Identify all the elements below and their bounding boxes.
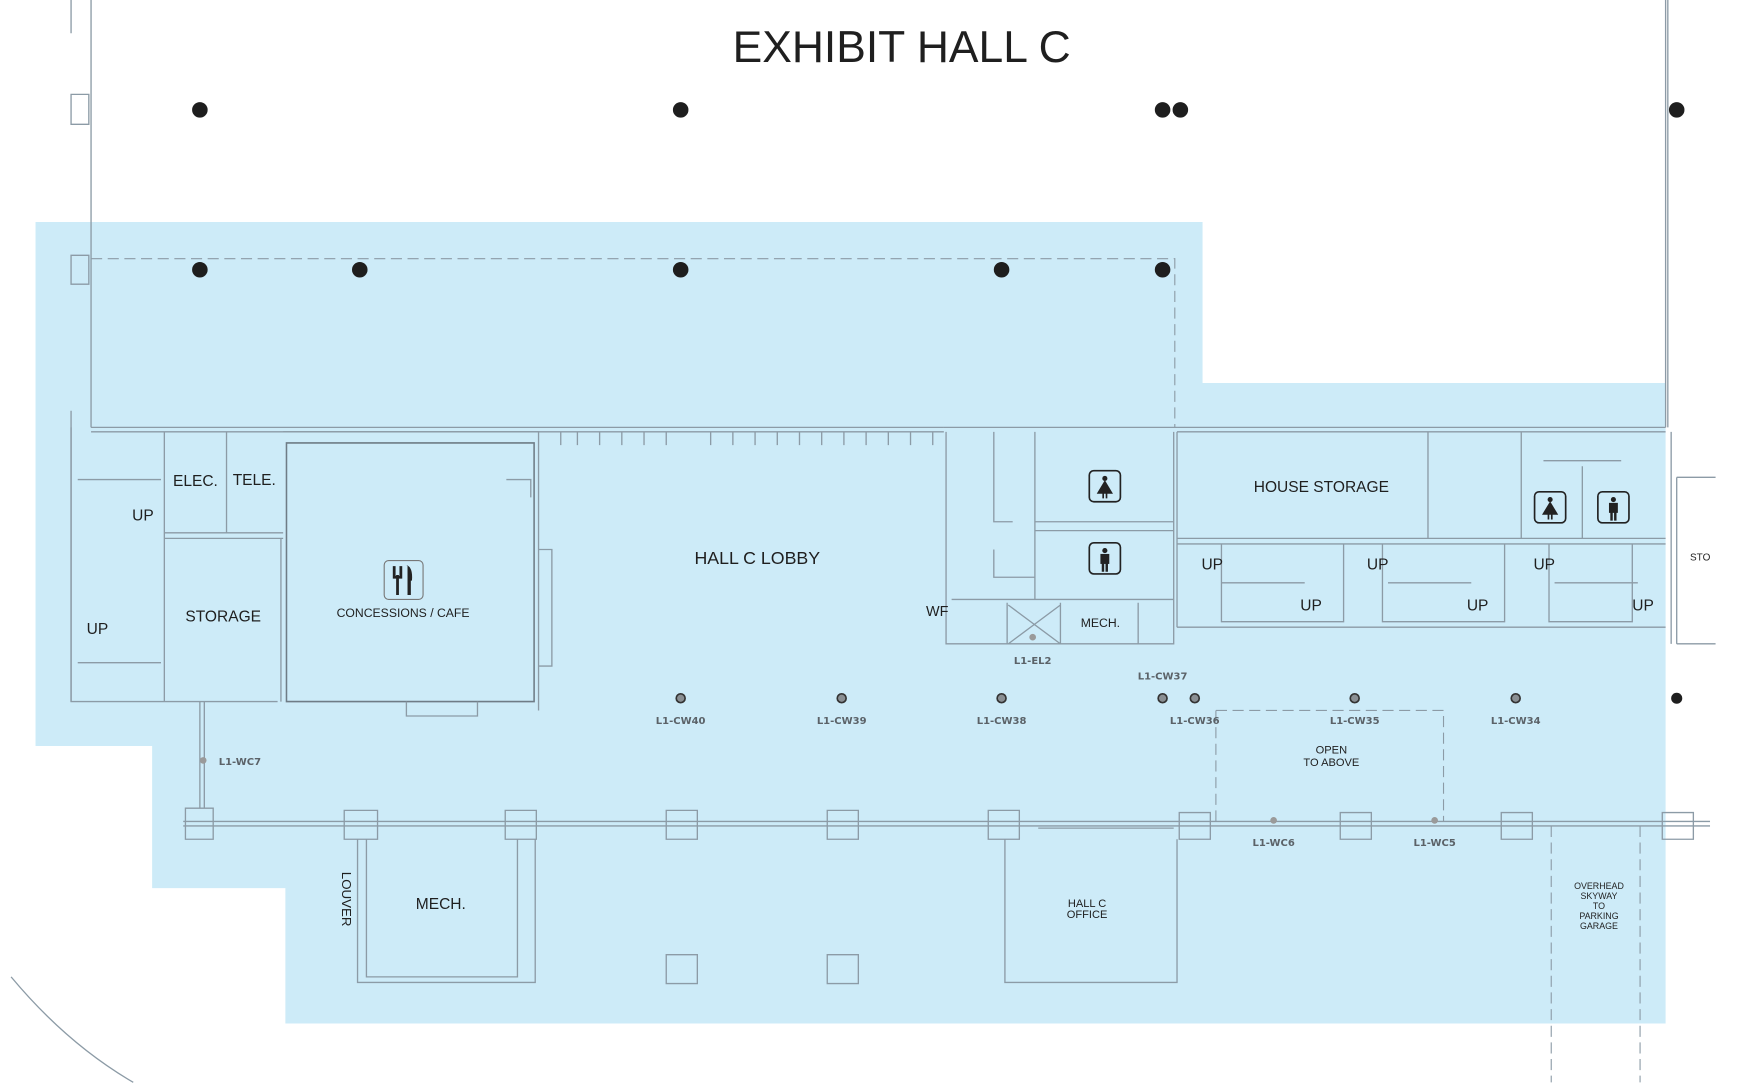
svg-text:TO: TO <box>1593 901 1605 911</box>
men-restroom-icon <box>1597 490 1630 524</box>
skyway-label: OVERHEAD SKYWAY TO PARKING GARAGE <box>1574 881 1624 931</box>
svg-text:UP: UP <box>1367 556 1389 573</box>
tag-cw40: L1-CW40 <box>656 716 706 727</box>
tag-wc5: L1-WC5 <box>1413 838 1455 849</box>
louver-label: LOUVER <box>339 872 354 927</box>
tag-wc6: L1-WC6 <box>1252 838 1294 849</box>
highlighted-area <box>35 222 1666 1024</box>
room-mech-upper: MECH. <box>1081 616 1120 630</box>
svg-text:UP: UP <box>1533 556 1555 573</box>
room-storage: STORAGE <box>185 609 261 626</box>
stair-labels: UP UP UP UP UP UP UP UP <box>87 508 1654 638</box>
room-hall-office-1: HALL C <box>1068 898 1106 910</box>
tag-cw34: L1-CW34 <box>1491 716 1541 727</box>
page-title: EXHIBIT HALL C <box>733 23 1071 72</box>
walls <box>10 0 1716 1083</box>
open-above-2: TO ABOVE <box>1303 757 1359 769</box>
restaurant-icon <box>383 560 424 601</box>
room-mech-lower: MECH. <box>416 896 466 913</box>
svg-text:PARKING: PARKING <box>1579 911 1618 921</box>
svg-text:UP: UP <box>132 508 154 525</box>
room-house-storage: HOUSE STORAGE <box>1254 479 1389 496</box>
svg-text:UP: UP <box>1467 598 1489 615</box>
women-restroom-icon <box>1533 490 1567 524</box>
svg-text:UP: UP <box>1632 598 1654 615</box>
sto-label: STO <box>1690 553 1711 564</box>
svg-text:UP: UP <box>1300 598 1322 615</box>
tag-el2: L1-EL2 <box>1014 656 1052 667</box>
svg-text:SKYWAY: SKYWAY <box>1580 891 1617 901</box>
tag-cw39: L1-CW39 <box>817 716 867 727</box>
room-elec: ELEC. <box>173 473 218 490</box>
room-concessions: CONCESSIONS / CAFE <box>337 606 470 620</box>
tag-cw35: L1-CW35 <box>1330 716 1380 727</box>
women-restroom-icon <box>1088 469 1122 503</box>
tag-cw37: L1-CW37 <box>1138 671 1188 682</box>
room-tele: TELE. <box>233 472 276 489</box>
room-hall-office-2: OFFICE <box>1067 909 1108 921</box>
svg-text:OVERHEAD: OVERHEAD <box>1574 881 1624 891</box>
structural-columns <box>192 102 1685 704</box>
men-restroom-icon <box>1088 542 1122 575</box>
tag-cw38: L1-CW38 <box>977 716 1027 727</box>
open-above-1: OPEN <box>1316 745 1347 757</box>
svg-text:GARAGE: GARAGE <box>1580 921 1618 931</box>
svg-text:UP: UP <box>1201 556 1223 573</box>
water-fountain-label: WF <box>926 604 949 620</box>
room-lobby: HALL C LOBBY <box>694 548 820 568</box>
tag-cw36: L1-CW36 <box>1170 716 1220 727</box>
tag-wc7: L1-WC7 <box>219 757 261 768</box>
svg-text:UP: UP <box>87 621 109 638</box>
